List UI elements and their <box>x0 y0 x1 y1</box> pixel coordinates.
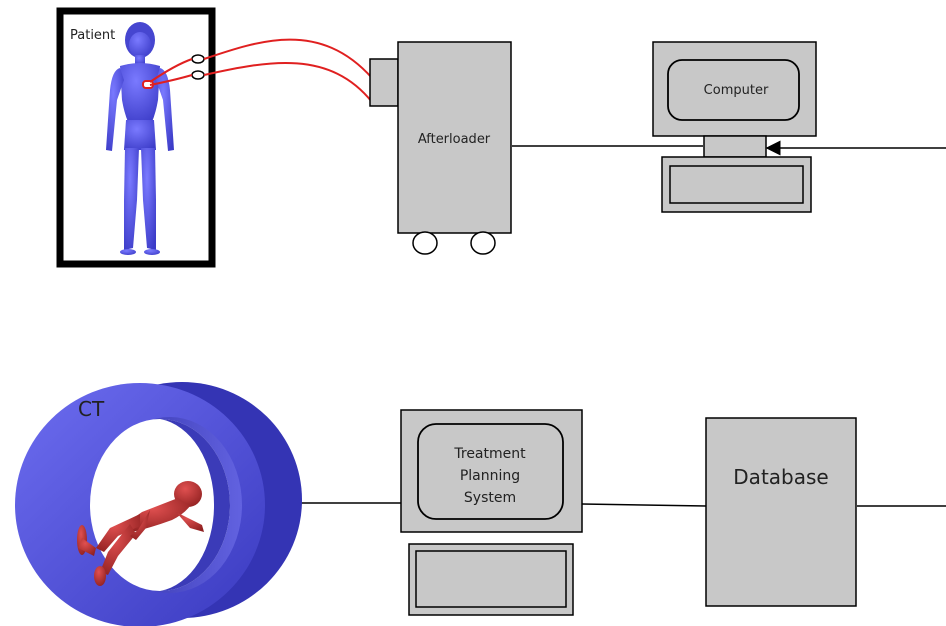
computer-screen <box>667 59 800 121</box>
treatment-planning-system: Treatment Planning System <box>400 409 583 616</box>
database-label: Database <box>733 465 828 489</box>
computer-keyboard-inner <box>669 165 804 204</box>
database: Database <box>705 417 857 607</box>
afterloader-body <box>397 41 512 234</box>
ct-patient-figure <box>77 481 204 586</box>
database-box <box>705 417 857 607</box>
afterloader-wheel-left <box>412 231 438 255</box>
transfer-tubes <box>149 38 373 103</box>
patient-box: Patient <box>56 7 216 268</box>
afterloader: Afterloader <box>369 41 512 255</box>
tps-label-line2: Planning <box>460 468 520 484</box>
tps-label-line1: Treatment <box>453 446 526 462</box>
ct-label: CT <box>78 397 105 421</box>
patient-label: Patient <box>70 28 115 43</box>
afterloader-wheel-right <box>470 231 496 255</box>
tps-database-line <box>581 503 707 507</box>
afterloader-port <box>369 58 399 107</box>
computer-label: Computer <box>704 83 769 98</box>
tps-screen <box>417 423 564 520</box>
afterloader-label: Afterloader <box>418 132 491 147</box>
tps-label-line3: System <box>464 490 516 506</box>
connector-ring-upper <box>191 54 205 64</box>
connector-ring-lower <box>191 70 205 80</box>
computer: Computer <box>652 41 817 213</box>
tps-keyboard-inner <box>415 550 567 608</box>
ct-scanner: CT <box>15 382 302 626</box>
patient-figure <box>106 22 174 255</box>
computer-stand <box>703 135 767 158</box>
connectors <box>298 140 946 507</box>
